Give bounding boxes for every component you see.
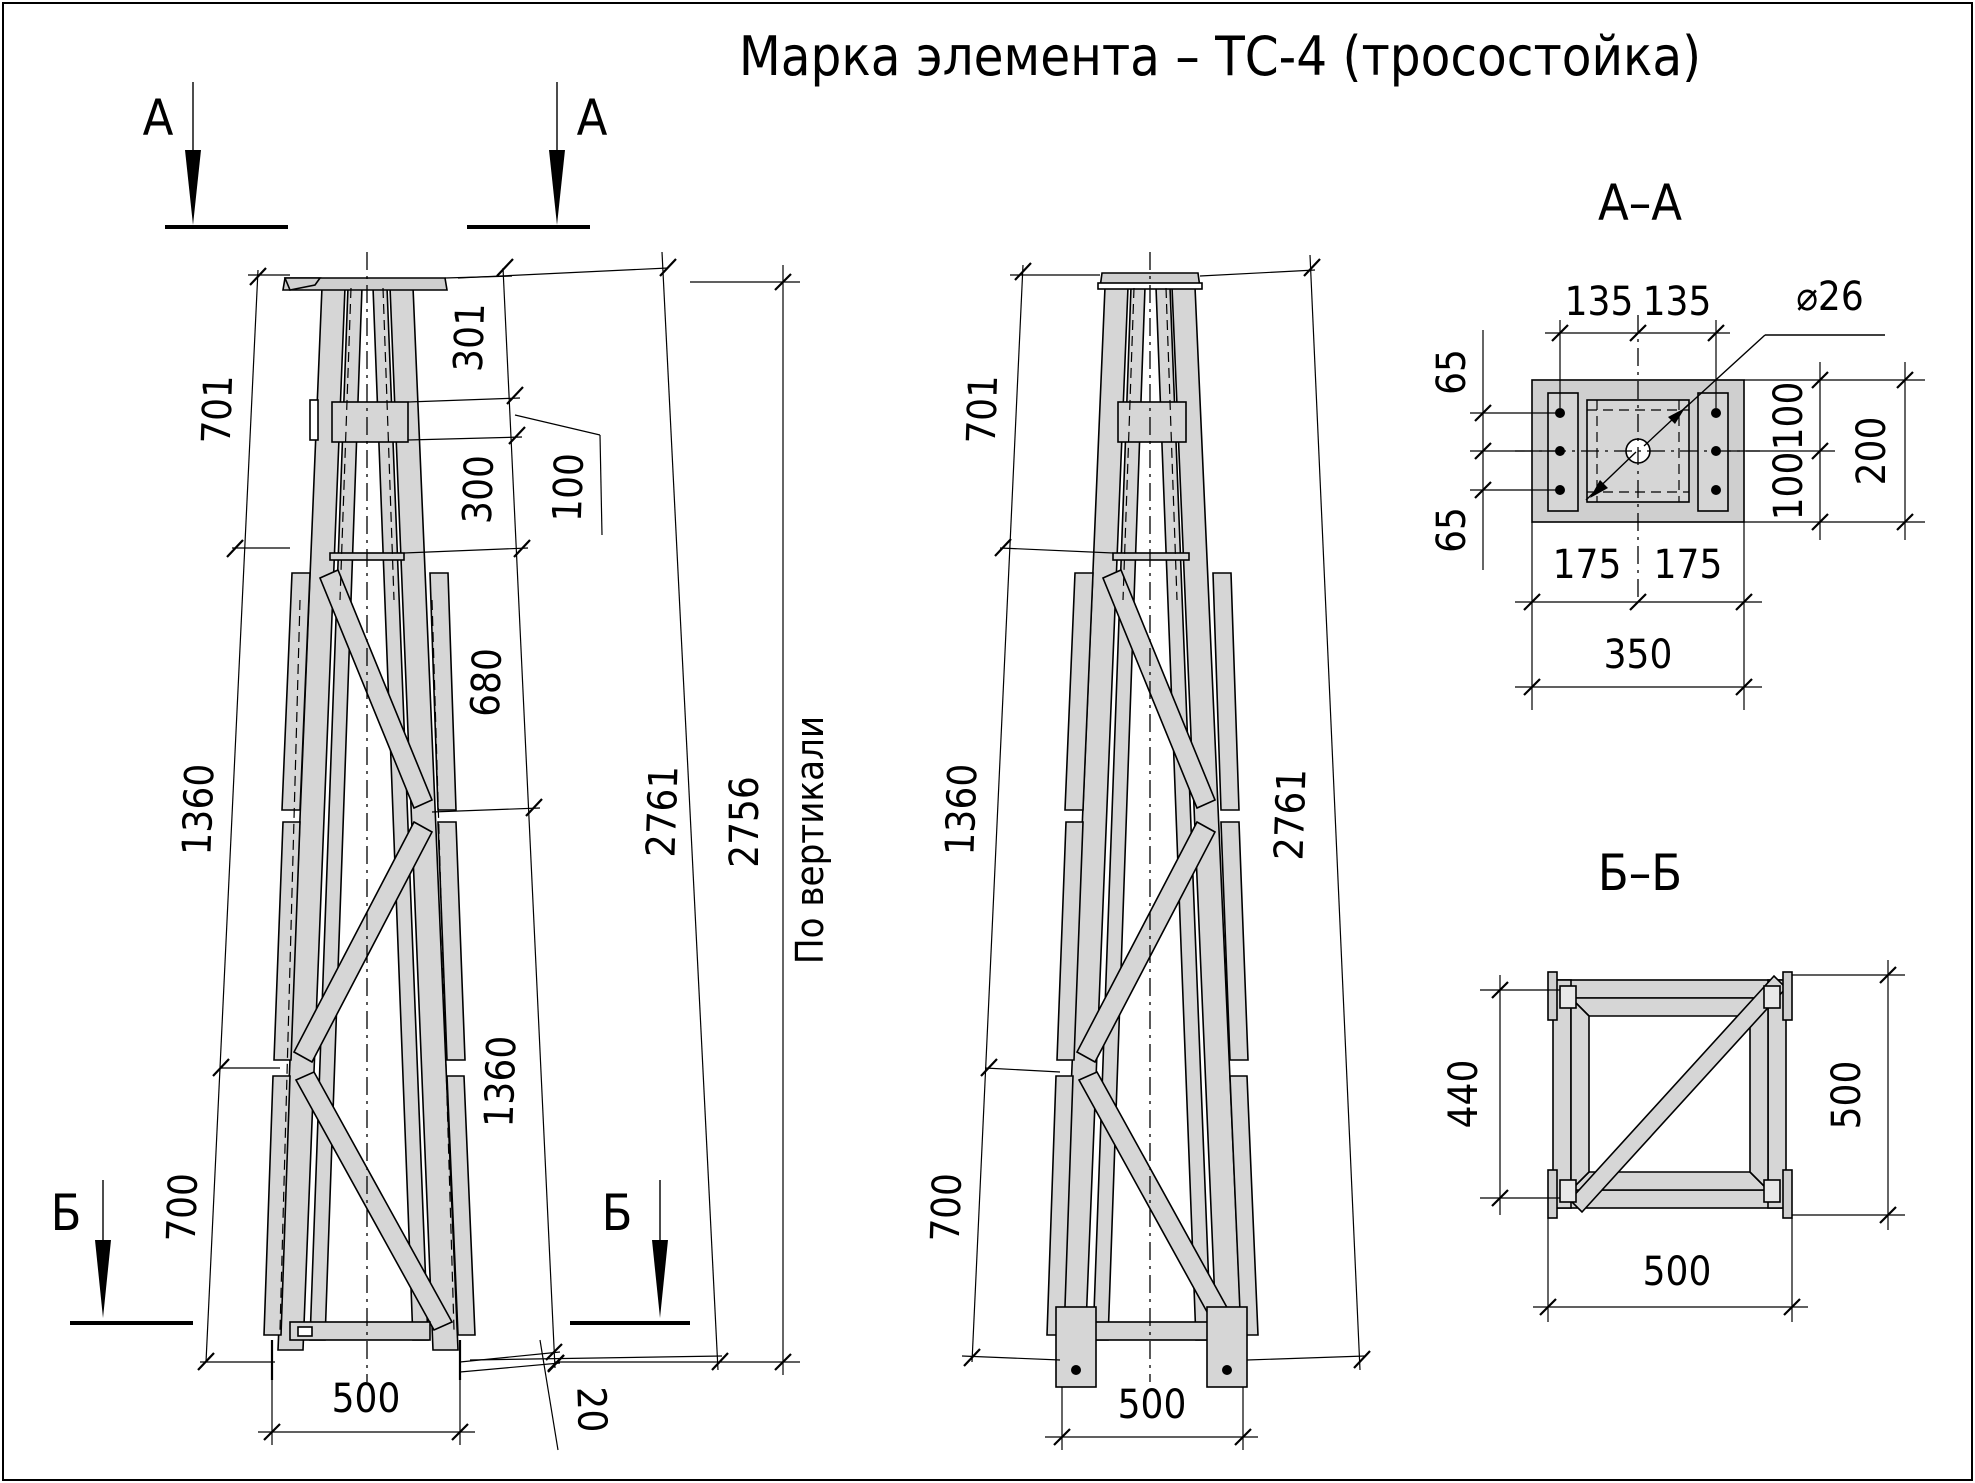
aa-dim-350: 350 — [1604, 632, 1673, 678]
aa-dim-hole: ⌀26 — [1796, 274, 1863, 320]
top-plate-lip-left — [283, 277, 322, 291]
aa-dim-200: 200 — [1849, 417, 1895, 486]
section-bb-title: Б–Б — [1598, 844, 1682, 902]
aa-bolt-r1 — [1711, 408, 1721, 418]
elevation-right — [1046, 252, 1259, 1388]
dim-1360-right: 1360 — [476, 1035, 525, 1128]
r-bolt-left — [1071, 1365, 1081, 1375]
diagonal-1 — [318, 568, 434, 810]
cut-label-b-right: Б — [602, 1184, 633, 1242]
r-side-plate-r3 — [1229, 1075, 1259, 1336]
dim-700-left: 700 — [159, 1172, 207, 1242]
bb-lug-tl — [1559, 985, 1577, 1009]
aa-dim-135-left: 135 — [1565, 279, 1634, 325]
dim-701-left: 701 — [194, 374, 242, 444]
bb-dim-500-side: 500 — [1824, 1061, 1870, 1130]
aa-bolt-l3 — [1555, 485, 1565, 495]
aa-dim-100-lower: 100 — [1766, 452, 1812, 521]
vertical-note: По вертикали — [788, 716, 832, 964]
side-plate-r3 — [446, 1075, 476, 1336]
dim-680: 680 — [463, 647, 511, 717]
aa-bolt-r3 — [1711, 485, 1721, 495]
r-side-plate-r1 — [1212, 572, 1240, 811]
aa-bolt-l1 — [1555, 408, 1565, 418]
r-diagonal-2 — [1075, 820, 1217, 1064]
bb-corner-br — [1782, 1169, 1793, 1219]
tie-plate — [331, 401, 409, 443]
side-plate-l1 — [281, 572, 311, 811]
section-bb: Б–Б 440 500 — [1441, 844, 1905, 1322]
bb-corner-bl — [1547, 1169, 1558, 1219]
drawing-title: Марка элемента – ТС-4 (тросостойка) — [739, 25, 1701, 88]
top-plate — [282, 277, 448, 291]
bb-corner-tr — [1782, 971, 1793, 1021]
cut-mark-a-left: А — [143, 82, 288, 229]
r-side-plate-r2 — [1220, 821, 1249, 1061]
dim-1360-right-view: 1360 — [937, 763, 986, 856]
cut-mark-a-right: А — [467, 82, 608, 229]
bb-chamfer-right — [1749, 996, 1769, 1192]
bb-lug-tr — [1763, 985, 1781, 1009]
bb-dim-500-width: 500 — [1643, 1249, 1712, 1295]
r-side-plate-l2 — [1056, 821, 1084, 1061]
dim-2761-left: 2761 — [638, 765, 687, 858]
aa-dim-175-left: 175 — [1553, 542, 1622, 588]
cut-label-a-left: А — [143, 89, 174, 147]
dim-2761-right: 2761 — [1266, 768, 1315, 861]
r-batten-strip — [1112, 552, 1190, 561]
left-dims: 701 1360 700 301 300 680 1360 100 2761 — [159, 251, 832, 1451]
bb-frame-top — [1552, 979, 1787, 999]
r-diagonal-1 — [1101, 568, 1217, 810]
dim-100-leader: 100 — [545, 452, 593, 522]
bb-chamfer-left — [1570, 996, 1590, 1192]
dim-2756: 2756 — [722, 776, 768, 868]
bb-dim-440: 440 — [1441, 1060, 1487, 1129]
dim-300: 300 — [455, 454, 503, 524]
right-dims: 701 1360 700 2761 500 — [923, 254, 1371, 1450]
side-plate-l2 — [273, 821, 301, 1061]
r-bolt-right — [1222, 1365, 1232, 1375]
diagonal-2 — [292, 820, 434, 1064]
section-aa-title: А–А — [1598, 174, 1682, 232]
cut-mark-b-right: Б — [570, 1180, 690, 1325]
dim-1360-left: 1360 — [174, 763, 223, 856]
aa-dim-65-top: 65 — [1429, 349, 1475, 395]
dim-701-right: 701 — [959, 374, 1007, 444]
side-plate-r2 — [437, 821, 466, 1061]
aa-dim-65-bottom: 65 — [1429, 507, 1475, 553]
section-aa: А–А ⌀26 135 135 — [1429, 174, 1925, 710]
cut-mark-b-left: Б — [51, 1180, 193, 1325]
bottom-bar — [289, 1321, 431, 1341]
tie-plate-small — [309, 399, 319, 441]
bb-lug-br — [1763, 1179, 1781, 1203]
dim-20: 20 — [567, 1386, 615, 1433]
elevation-left — [263, 252, 476, 1382]
dim-500-right: 500 — [1118, 1382, 1187, 1428]
bb-corner-tl — [1547, 971, 1558, 1021]
diagonal-3 — [294, 1070, 454, 1332]
bottom-bar-inner — [297, 1326, 313, 1337]
bb-lug-bl — [1559, 1179, 1577, 1203]
dim-301: 301 — [446, 302, 494, 372]
aa-dim-135-right: 135 — [1643, 279, 1712, 325]
r-side-plate-l1 — [1064, 572, 1094, 811]
side-plate-l3 — [263, 1075, 291, 1336]
dim-500-left: 500 — [332, 1376, 401, 1422]
dim-700-right: 700 — [923, 1172, 971, 1242]
cut-label-b-left: Б — [51, 1184, 82, 1242]
cut-label-a-right: А — [577, 89, 608, 147]
bb-chamfer-top — [1569, 997, 1770, 1017]
aa-dim-100-upper: 100 — [1766, 382, 1812, 451]
aa-dim-175-right: 175 — [1654, 542, 1723, 588]
